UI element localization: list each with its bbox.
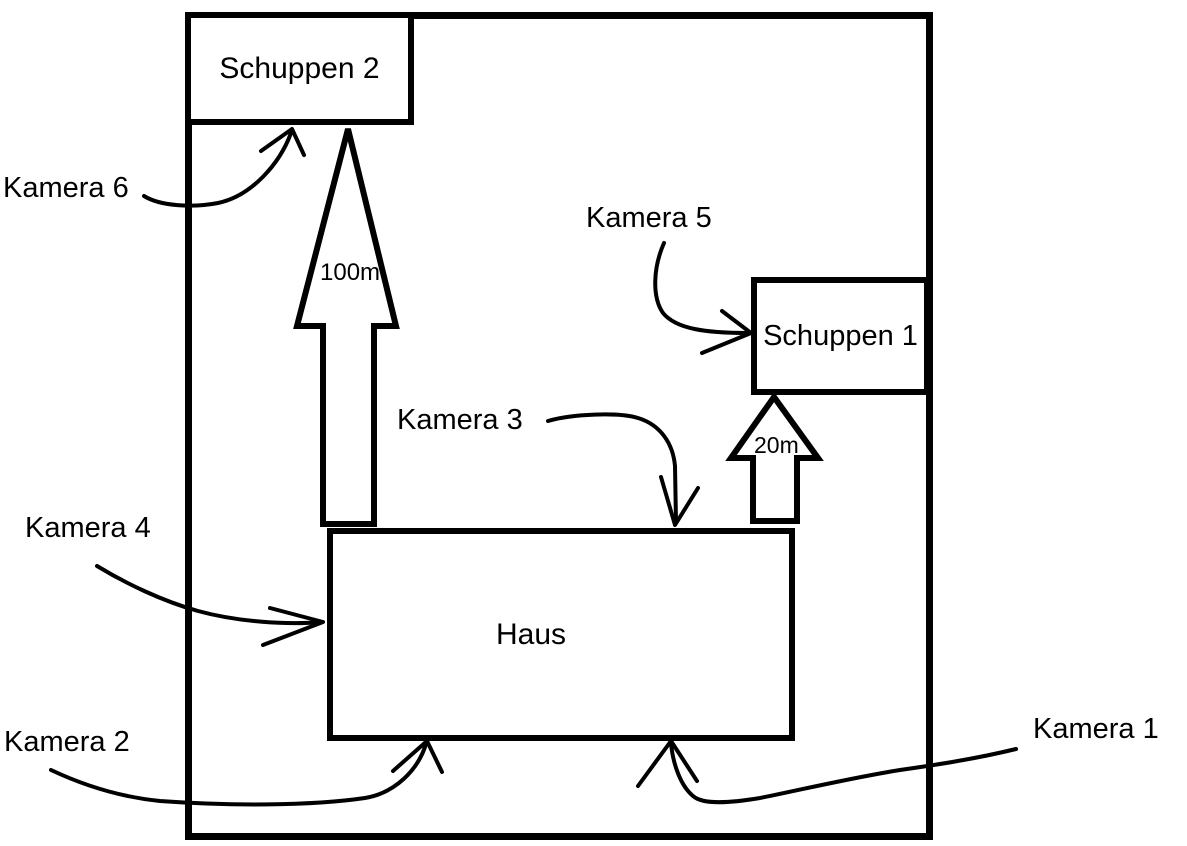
building-schuppen-2-label: Schuppen 2 (219, 51, 380, 85)
kamera-3-arrow (546, 412, 678, 524)
distance-arrow-20m-icon (725, 391, 824, 524)
building-schuppen-2: Schuppen 2 (185, 12, 414, 125)
kamera-2-arrow (49, 742, 428, 807)
kamera-4-arrowhead-icon (261, 606, 325, 647)
building-haus-label: Haus (495, 617, 567, 651)
building-schuppen-1: Schuppen 1 (751, 277, 930, 395)
kamera-4-arrow (95, 564, 323, 626)
camera-label-kamera-4: Kamera 4 (25, 512, 151, 544)
camera-label-kamera-5: Kamera 5 (586, 202, 712, 234)
camera-label-kamera-6: Kamera 6 (3, 172, 129, 204)
kamera-6-arrowhead-icon (259, 127, 306, 157)
kamera-5-arrow (653, 241, 750, 335)
camera-label-kamera-1: Kamera 1 (1033, 713, 1159, 745)
kamera-2-arrowhead-icon (391, 739, 444, 774)
property-boundary (185, 12, 933, 840)
distance-label-20m: 20m (754, 432, 799, 458)
distance-label-100m: 100m (320, 259, 381, 286)
kamera-3-arrowhead-icon (659, 475, 700, 527)
kamera-1-arrow (669, 741, 1018, 805)
camera-label-kamera-2: Kamera 2 (4, 726, 130, 758)
kamera-5-arrowhead-icon (700, 309, 753, 355)
distance-arrow-100m-icon (293, 128, 400, 527)
kamera-6-arrow (142, 131, 293, 208)
building-schuppen-1-label: Schuppen 1 (763, 319, 918, 352)
camera-label-kamera-3: Kamera 3 (397, 404, 523, 436)
kamera-1-arrowhead-icon (636, 739, 699, 788)
building-haus: Haus (327, 528, 795, 741)
